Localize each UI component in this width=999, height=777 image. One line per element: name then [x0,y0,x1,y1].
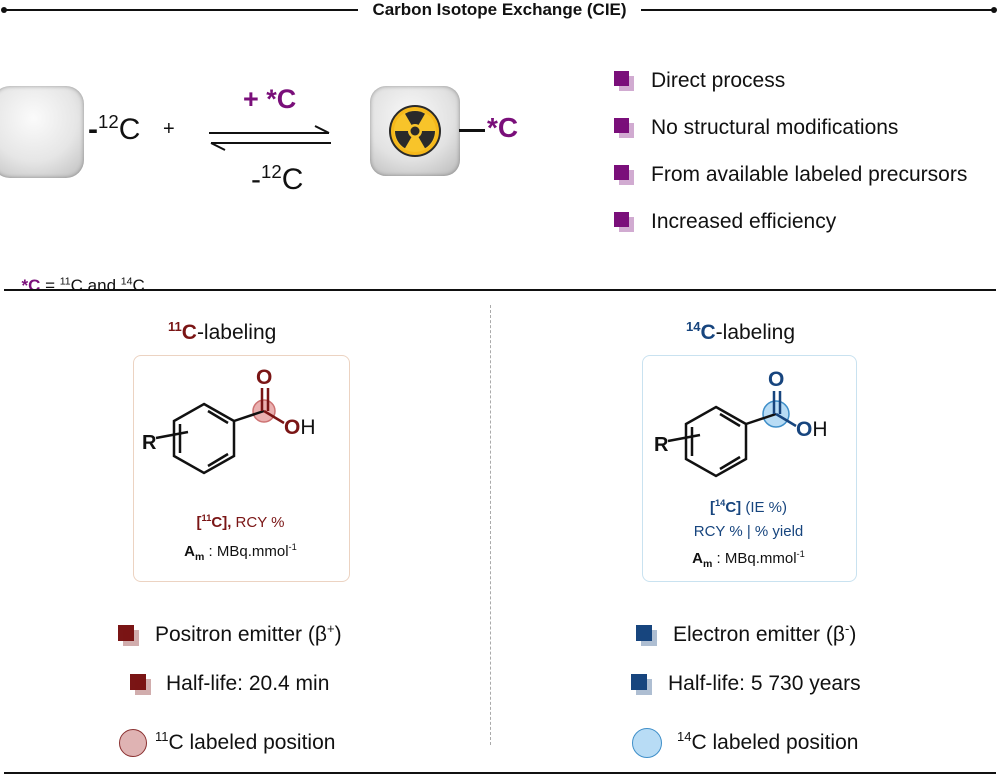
vertical-divider [490,305,491,745]
right-mol-OH: OH [796,418,828,441]
right-benzoic-acid-structure [667,391,797,478]
arrow-bottom-label: -12C [251,161,304,196]
left-legend-square-2 [130,674,151,695]
section-divider [4,289,996,291]
feature-2: No structural modifications [651,116,899,139]
right-structure-card [642,355,857,582]
feature-bullet-3 [614,165,634,185]
feature-4: Increased efficiency [651,210,837,233]
left-legend-halflife: Half-life: 20.4 min [166,672,330,695]
left-benzoic-acid-structure [155,388,285,475]
left-mol-R: R [142,432,157,454]
reactant-label: -12C [88,111,141,146]
bottom-rule [4,772,996,774]
left-legend-positron: Positron emitter (β+) [155,621,342,646]
feature-bullet-2 [614,118,634,138]
feature-bullet-1 [614,71,634,91]
right-legend-square-2 [631,674,652,695]
feature-1: Direct process [651,69,786,92]
right-card-line1: [14C] (IE %) [709,498,787,516]
right-mol-R: R [654,434,669,456]
left-structure-card [133,355,350,582]
right-legend-circle [632,728,662,758]
left-mol-O-double: O [256,366,273,389]
left-card-am: Am : MBq.mmol-1 [184,542,297,563]
rule-end-dot-right [991,7,997,13]
right-card-line2: RCY % | % yield [693,523,804,540]
diagram-title: Carbon Isotope Exchange (CIE) [0,0,999,20]
right-legend-position: 14C labeled position [677,729,859,754]
right-legend-electron: Electron emitter (β-) [673,621,857,646]
feature-bullet-4 [614,212,634,232]
feature-3: From available labeled precursors [651,163,968,186]
right-panel-heading: 14C-labeling [686,319,796,344]
product-bond [459,129,485,132]
radioactive-icon [389,105,441,157]
right-card-am: Am : MBq.mmol-1 [692,549,805,570]
left-mol-OH: OH [284,416,316,439]
plus-sign: + [163,118,175,140]
product-label: *C [487,112,519,143]
left-legend-position: 11C labeled position [155,729,336,754]
left-legend-square-1 [118,625,139,646]
arrow-top-label: + *C [243,84,297,114]
left-panel-heading: 11C-labeling [168,319,277,344]
right-mol-O-double: O [768,368,785,391]
reactant-block [0,86,84,178]
right-legend-halflife: Half-life: 5 730 years [668,672,861,695]
left-card-line1: [11C], RCY % [196,513,285,531]
equilibrium-arrow-icon [209,125,331,151]
left-legend-circle [119,729,147,757]
right-legend-square-1 [636,625,657,646]
